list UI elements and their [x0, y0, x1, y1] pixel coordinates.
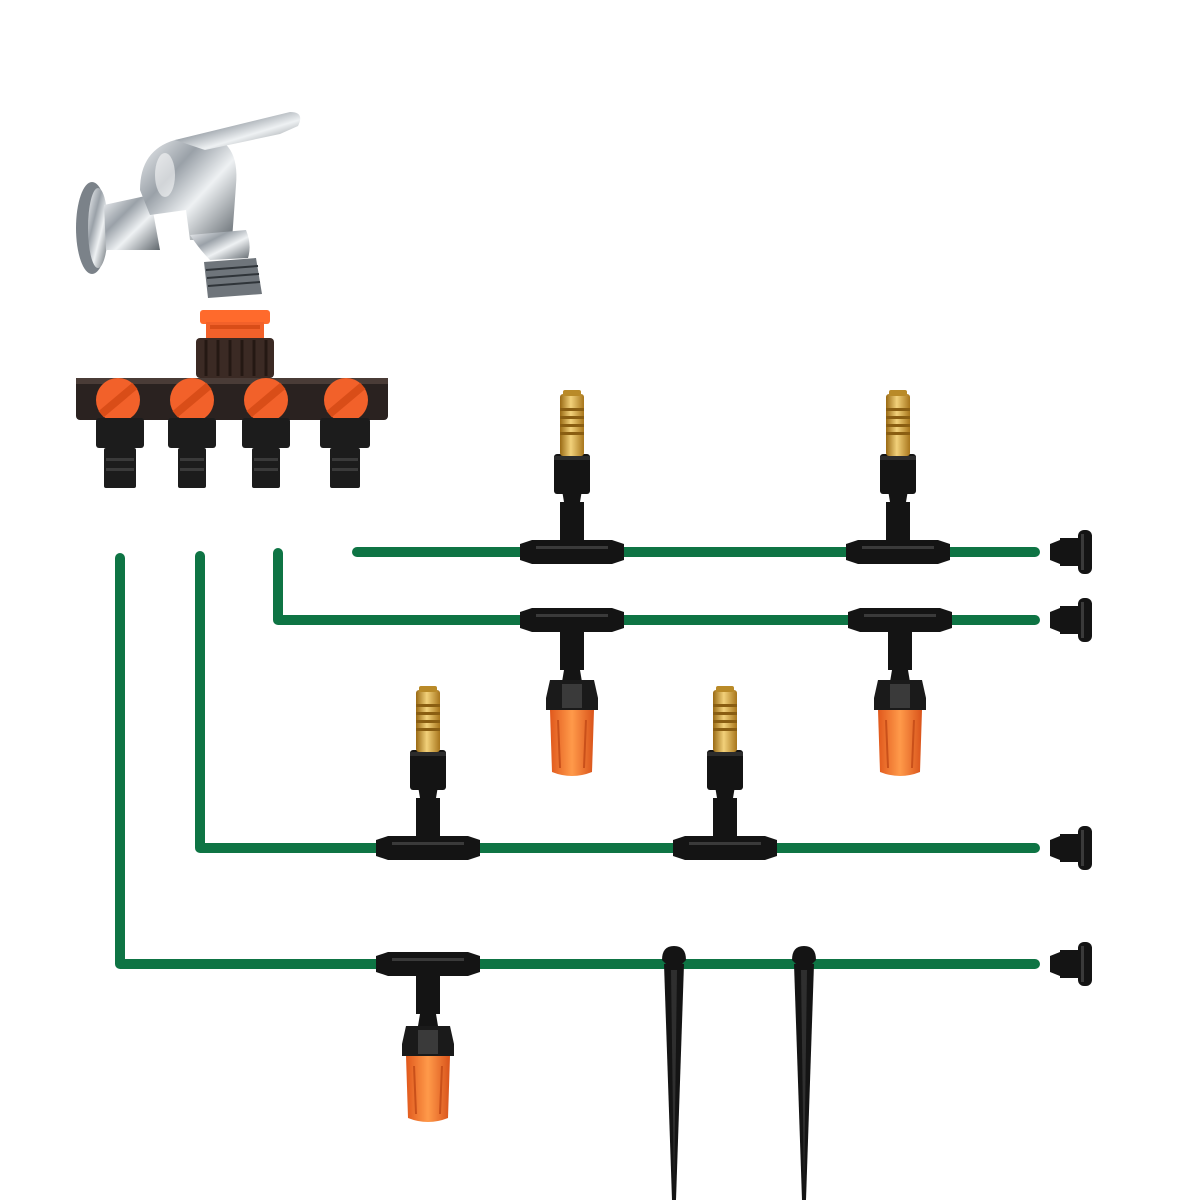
tee-connector: [846, 490, 950, 564]
splitter-valve-1: [96, 378, 144, 488]
faucet-icon: [76, 112, 301, 298]
tee-connector: [848, 608, 952, 682]
end-plug-icon: [1050, 826, 1092, 870]
hose-line-4: [115, 553, 1040, 969]
orange-adjustable-nozzle-icon: [545, 679, 599, 777]
ground-stake-icon: [662, 946, 686, 1200]
orange-adjustable-nozzle-icon: [401, 1025, 455, 1123]
splitter-valve-2: [168, 378, 216, 488]
tee-connector: [520, 608, 624, 682]
tee-connector: [673, 786, 777, 860]
orange-adjustable-nozzle-icon: [873, 679, 927, 777]
brass-mist-nozzle-icon: [880, 390, 916, 494]
splitter-valve-4: [320, 378, 370, 488]
end-plug-icon: [1050, 598, 1092, 642]
four-way-hose-splitter-icon: [76, 310, 388, 488]
brass-mist-nozzle-icon: [707, 686, 743, 790]
hose-line-2: [273, 548, 1040, 625]
end-plug-icon: [1050, 942, 1092, 986]
ground-stake-icon: [792, 946, 816, 1200]
splitter-valve-3: [242, 378, 290, 488]
tee-connector: [376, 786, 480, 860]
end-plug-icon: [1050, 530, 1092, 574]
brass-mist-nozzle-icon: [554, 390, 590, 494]
brass-mist-nozzle-icon: [410, 686, 446, 790]
tee-connector: [376, 952, 480, 1026]
tee-connector: [520, 490, 624, 564]
